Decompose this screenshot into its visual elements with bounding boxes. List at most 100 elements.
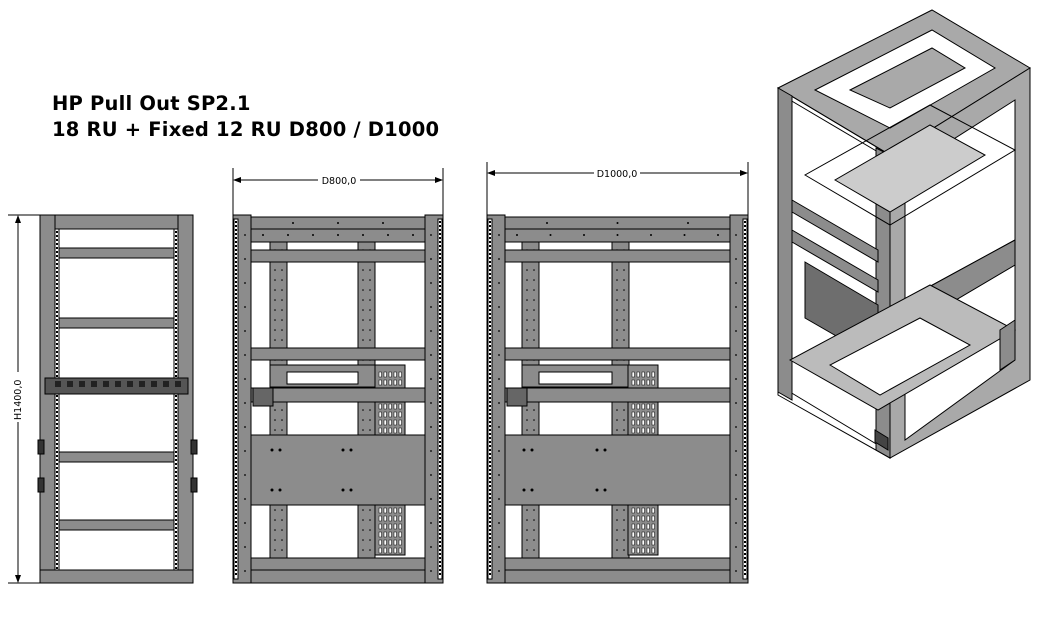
perforation xyxy=(175,323,177,325)
perforation xyxy=(56,515,58,517)
perforation xyxy=(439,337,441,339)
perforation xyxy=(175,351,177,353)
bolt xyxy=(522,488,526,492)
plate-slot xyxy=(631,411,635,418)
perforation xyxy=(489,469,491,471)
plate-slot xyxy=(383,371,387,378)
plate-slot xyxy=(636,371,640,378)
hole xyxy=(281,279,283,281)
hole xyxy=(616,429,618,431)
perforation xyxy=(439,561,441,563)
perforation xyxy=(235,565,237,567)
isometric-view xyxy=(776,9,1031,459)
perforation xyxy=(56,255,58,257)
plate-slot xyxy=(641,419,645,426)
plate-slot xyxy=(398,515,402,522)
bolt xyxy=(530,448,534,452)
hole xyxy=(526,279,528,281)
hole xyxy=(533,289,535,291)
hole xyxy=(623,289,625,291)
perforation xyxy=(56,271,58,273)
perforation xyxy=(744,537,746,539)
perforation xyxy=(235,269,237,271)
perforation xyxy=(439,241,441,243)
perforation xyxy=(235,377,237,379)
perforation xyxy=(56,559,58,561)
hole xyxy=(274,309,276,311)
hole xyxy=(274,319,276,321)
hole xyxy=(533,329,535,331)
hole xyxy=(387,234,389,236)
hole xyxy=(274,289,276,291)
perforation xyxy=(489,573,491,575)
perforation xyxy=(439,361,441,363)
perforation xyxy=(56,403,58,405)
hole xyxy=(244,378,246,380)
perforation xyxy=(56,351,58,353)
perforation xyxy=(439,369,441,371)
hole xyxy=(382,222,384,224)
crossbar xyxy=(791,229,879,293)
perforation xyxy=(489,505,491,507)
hole xyxy=(281,509,283,511)
perforation xyxy=(56,291,58,293)
plate-slot xyxy=(651,547,655,554)
hole xyxy=(616,222,619,224)
perforation xyxy=(175,235,177,237)
plate-slot xyxy=(383,427,387,434)
hole xyxy=(362,509,364,511)
hole xyxy=(369,419,371,421)
perforation xyxy=(439,489,441,491)
plate-slot xyxy=(393,419,397,426)
perforation xyxy=(56,547,58,549)
plate-slot xyxy=(398,507,402,514)
perforation xyxy=(235,253,237,255)
middle-frame xyxy=(803,104,1017,226)
perforation xyxy=(489,257,491,259)
plate-slot xyxy=(641,507,645,514)
height-dimension: H1400,0 xyxy=(8,214,40,584)
hole xyxy=(244,546,246,548)
plate-slot xyxy=(641,523,645,530)
perforation xyxy=(489,529,491,531)
perforation xyxy=(235,505,237,507)
perforation xyxy=(489,441,491,443)
crossbar xyxy=(250,347,426,361)
hole xyxy=(430,402,432,404)
plate-slot xyxy=(388,507,392,514)
perforation xyxy=(744,421,746,423)
perforation xyxy=(744,221,746,223)
hole xyxy=(623,409,625,411)
perforation xyxy=(175,311,177,313)
plate-slot xyxy=(378,371,382,378)
hole xyxy=(526,319,528,321)
perforation xyxy=(235,497,237,499)
hole xyxy=(623,549,625,551)
hole xyxy=(498,330,500,332)
perforation xyxy=(439,449,441,451)
perforation xyxy=(235,473,237,475)
perforation xyxy=(235,333,237,335)
plate-slot xyxy=(398,379,402,386)
perforation xyxy=(56,375,58,377)
plate-slot xyxy=(383,523,387,530)
hole xyxy=(623,269,625,271)
perforation xyxy=(744,305,746,307)
right-post xyxy=(177,214,194,584)
hole xyxy=(244,450,246,452)
perforation xyxy=(235,557,237,559)
perforation xyxy=(489,233,491,235)
perforation xyxy=(175,375,177,377)
perforation xyxy=(489,453,491,455)
perforation xyxy=(235,381,237,383)
hole xyxy=(244,330,246,332)
left-post xyxy=(39,214,56,584)
hole xyxy=(498,426,500,428)
perforation xyxy=(489,397,491,399)
perforation xyxy=(744,309,746,311)
hole xyxy=(362,309,364,311)
perforation xyxy=(489,465,491,467)
vertical-rail xyxy=(611,241,630,584)
bottom-rail xyxy=(504,569,731,584)
perforation xyxy=(439,281,441,283)
